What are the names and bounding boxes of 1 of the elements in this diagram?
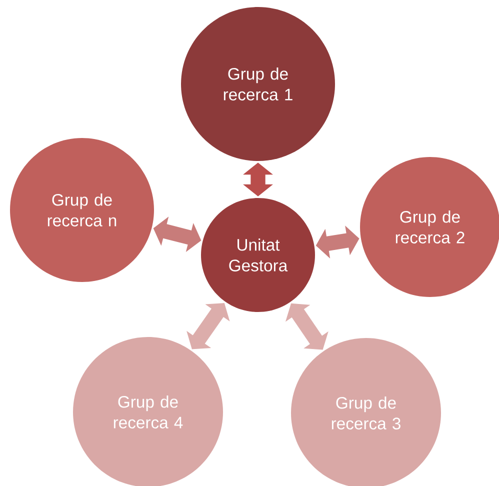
double-arrow (285, 303, 328, 350)
